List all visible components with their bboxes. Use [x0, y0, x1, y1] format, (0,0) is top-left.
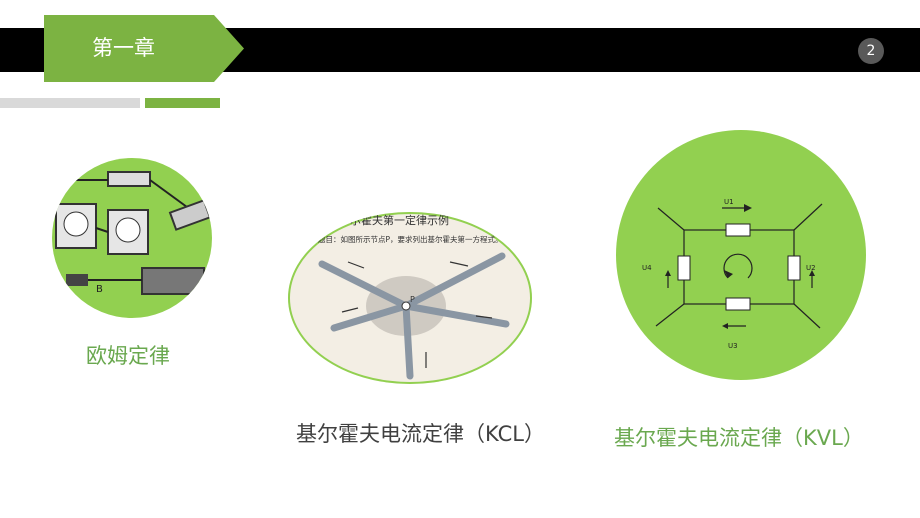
kcl-image-title: 尔霍夫第一定律示例: [350, 213, 449, 227]
kcl-example-image: 尔霍夫第一定律示例 题目：如图所示节点P，要求列出基尔霍夫第一方程式。 P: [288, 212, 532, 384]
kcl-node-label: P: [410, 295, 415, 304]
divider-gray: [0, 98, 140, 108]
kvl-label-u4: U4: [642, 264, 652, 272]
kvl-caption: 基尔霍夫电流定律（KVL）: [614, 426, 864, 450]
svg-text:B: B: [96, 284, 103, 295]
divider-green: [145, 98, 220, 108]
page-number-badge: 2: [858, 38, 884, 64]
chapter-tab: [44, 15, 244, 82]
kcl-caption: 基尔霍夫电流定律（KCL）: [296, 422, 545, 446]
ohm-law-circuit-image: B: [52, 158, 212, 318]
kvl-label-u2: U2: [806, 264, 816, 272]
kvl-loop-diagram: U1 U2 U3 U4: [616, 130, 866, 380]
kvl-label-u3: U3: [728, 342, 738, 350]
kvl-label-u1: U1: [724, 198, 734, 206]
kcl-image-question: 题目：如图所示节点P，要求列出基尔霍夫第一方程式。: [318, 234, 503, 244]
chapter-title: 第一章: [92, 36, 155, 60]
ohm-law-caption: 欧姆定律: [86, 344, 170, 368]
